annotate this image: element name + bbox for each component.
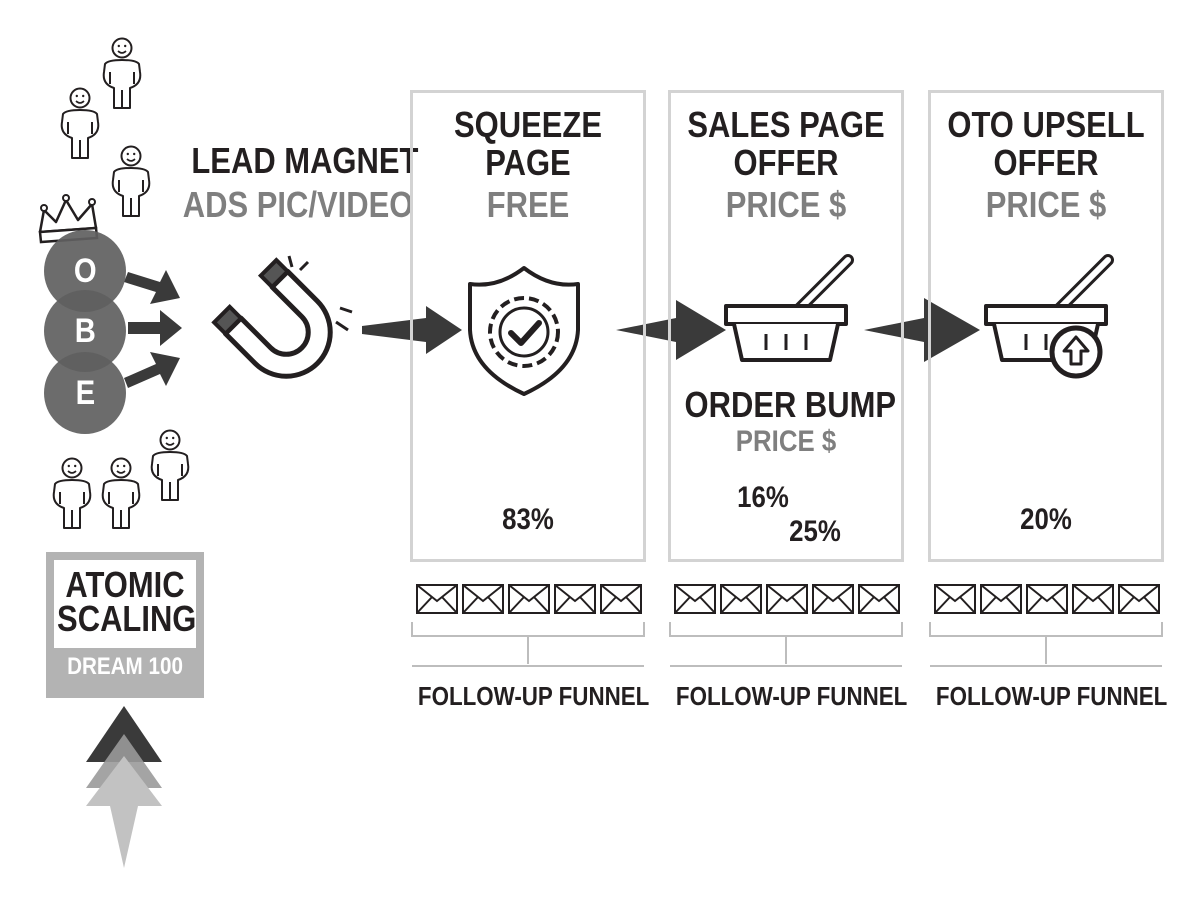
panel-title-line1: OTO UPSELL: [947, 104, 1145, 145]
person-icon: [102, 37, 142, 109]
panel-price: FREE: [486, 184, 570, 225]
conversion-rate: 20%: [1020, 503, 1072, 536]
order-bump-price: PRICE $: [735, 425, 837, 458]
person-icon: [52, 457, 92, 529]
scaling-up-arrows: [86, 706, 162, 868]
followup-brackets: [411, 622, 1163, 667]
panel-title-line2: PAGE: [485, 142, 571, 183]
squeeze-page-panel: [410, 90, 646, 562]
atomic-scaling-line2: SCALING: [57, 598, 197, 639]
email-icon: [934, 584, 976, 614]
email-row: [674, 584, 900, 614]
email-icon: [720, 584, 762, 614]
email-icon: [1072, 584, 1114, 614]
sales-page-panel: [668, 90, 904, 562]
panel-price: PRICE $: [985, 184, 1107, 225]
email-icon: [1026, 584, 1068, 614]
email-icon: [674, 584, 716, 614]
person-icon: [150, 429, 190, 501]
panel-title-line1: SQUEEZE: [454, 104, 602, 145]
email-icon: [462, 584, 504, 614]
obe-letter: B: [74, 311, 96, 350]
email-icon: [766, 584, 808, 614]
email-icon: [600, 584, 642, 614]
conversion-rate-bump: 25%: [789, 515, 841, 548]
oto-upsell-panel: [928, 90, 1164, 562]
email-row: [416, 584, 642, 614]
followup-funnel-label: FOLLOW-UP FUNNEL: [935, 681, 1168, 711]
email-icon: [508, 584, 550, 614]
conversion-rate-sales: 16%: [737, 481, 789, 514]
obe-letter: O: [73, 251, 97, 290]
email-icon: [416, 584, 458, 614]
atomic-scaling-inner: [54, 560, 196, 648]
email-icon: [812, 584, 854, 614]
email-icon: [1118, 584, 1160, 614]
email-icon: [858, 584, 900, 614]
dream-100-label: DREAM 100: [67, 653, 183, 680]
atomic-scaling-box: [46, 552, 204, 698]
conversion-rate: 83%: [502, 503, 554, 536]
panel-price: PRICE $: [725, 184, 847, 225]
upsell-arrow-icon: [1049, 325, 1103, 379]
obe-circle-e: E: [44, 352, 126, 434]
magnet-icon: [211, 257, 333, 379]
magnet-spark-icon: [287, 255, 353, 332]
lead-magnet-subtitle: ADS PIC/VIDEO: [182, 184, 414, 225]
person-icon: [101, 457, 141, 529]
order-bump-title: ORDER BUMP: [684, 384, 897, 425]
lead-magnet-title: LEAD MAGNET: [191, 140, 419, 181]
email-row: [934, 584, 1160, 614]
email-icon: [554, 584, 596, 614]
panel-title-line2: OFFER: [993, 142, 1099, 183]
person-icon: [111, 145, 151, 217]
obe-circle-o: O: [44, 230, 126, 312]
person-icon: [60, 87, 100, 159]
email-icon: [980, 584, 1022, 614]
panel-title-line1: SALES PAGE: [687, 104, 885, 145]
obe-letter: E: [75, 373, 95, 412]
obe-arrows: [124, 270, 182, 388]
atomic-scaling-line1: ATOMIC: [65, 564, 185, 605]
shield-gear-check-icon: [468, 266, 580, 396]
panel-title-line2: OFFER: [733, 142, 839, 183]
followup-funnel-label: FOLLOW-UP FUNNEL: [417, 681, 650, 711]
followup-funnel-label: FOLLOW-UP FUNNEL: [675, 681, 908, 711]
